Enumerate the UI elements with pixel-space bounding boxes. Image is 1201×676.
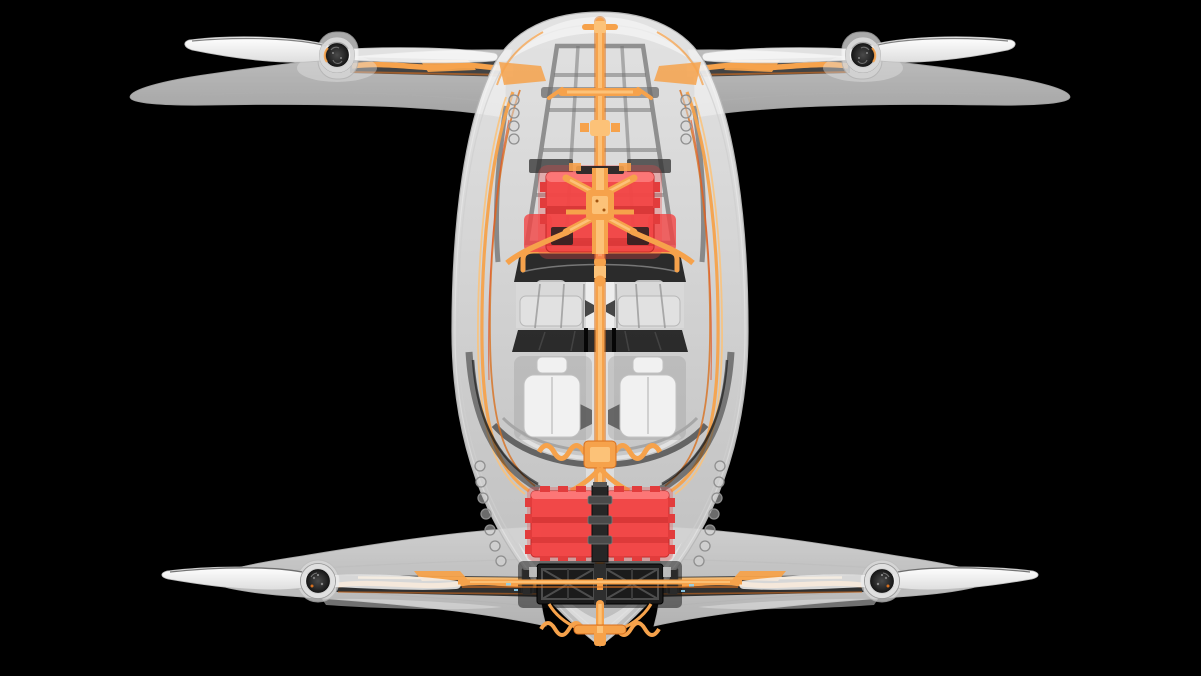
rear-battery-module-right bbox=[602, 486, 675, 561]
module-harness-overlay bbox=[505, 163, 695, 266]
rear-battery-module-left bbox=[525, 486, 598, 561]
airframe bbox=[130, 11, 1070, 647]
front-power-module bbox=[505, 163, 695, 266]
battery-center-column bbox=[587, 482, 613, 563]
tail-harness bbox=[539, 600, 661, 646]
coolant-line-specks bbox=[506, 583, 694, 592]
tail-equipment-truss bbox=[458, 561, 742, 608]
wiring-harness-spine bbox=[520, 16, 680, 566]
nose-sheen bbox=[512, 17, 688, 58]
